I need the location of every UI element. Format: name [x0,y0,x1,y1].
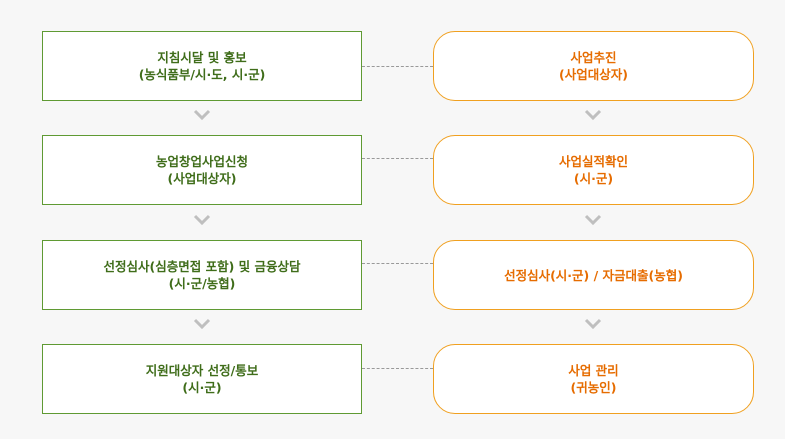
right-step-2-subtitle: (시·군) [573,171,614,186]
left-step-2: 농업창업사업신청 (사업대상자) [42,135,362,205]
connector-line-4 [362,368,433,369]
chevron-down-icon [193,109,211,121]
right-step-3-title: 선정심사(시·군) / 자금대출(농협) [504,267,683,283]
connector-line-1 [362,66,433,67]
left-step-4: 지원대상자 선정/통보 (시·군) [42,344,362,414]
left-step-1-title: 지침시달 및 홍보 [157,50,247,65]
left-step-3-subtitle: (시·군/농협) [168,276,236,291]
left-step-1: 지침시달 및 홍보 (농식품부/시·도, 시·군) [42,31,362,101]
chevron-down-icon [584,214,602,226]
left-step-2-subtitle: (사업대상자) [167,171,237,186]
left-step-3: 선정심사(심층면접 포함) 및 금융상담 (시·군/농협) [42,240,362,310]
left-step-3-title: 선정심사(심층면접 포함) 및 금융상담 [103,259,301,274]
chevron-down-icon [584,109,602,121]
chevron-down-icon [193,214,211,226]
left-step-4-title: 지원대상자 선정/통보 [145,363,259,378]
right-step-4-subtitle: (귀농인) [570,380,617,395]
right-step-1-subtitle: (사업대상자) [559,67,628,82]
right-step-3: 선정심사(시·군) / 자금대출(농협) [433,240,754,310]
right-step-4: 사업 관리 (귀농인) [433,344,754,414]
chevron-down-icon [193,318,211,330]
chevron-down-icon [584,318,602,330]
left-step-2-title: 농업창업사업신청 [155,154,248,169]
left-step-1-subtitle: (농식품부/시·도, 시·군) [138,67,266,82]
right-step-1: 사업추진 (사업대상자) [433,31,754,101]
right-step-2: 사업실적확인 (시·군) [433,135,754,205]
right-step-2-title: 사업실적확인 [558,154,628,169]
right-step-1-title: 사업추진 [570,50,617,65]
connector-line-3 [362,263,433,264]
left-step-4-subtitle: (시·군) [182,380,222,395]
connector-line-2 [362,158,433,159]
right-step-4-title: 사업 관리 [568,363,619,378]
